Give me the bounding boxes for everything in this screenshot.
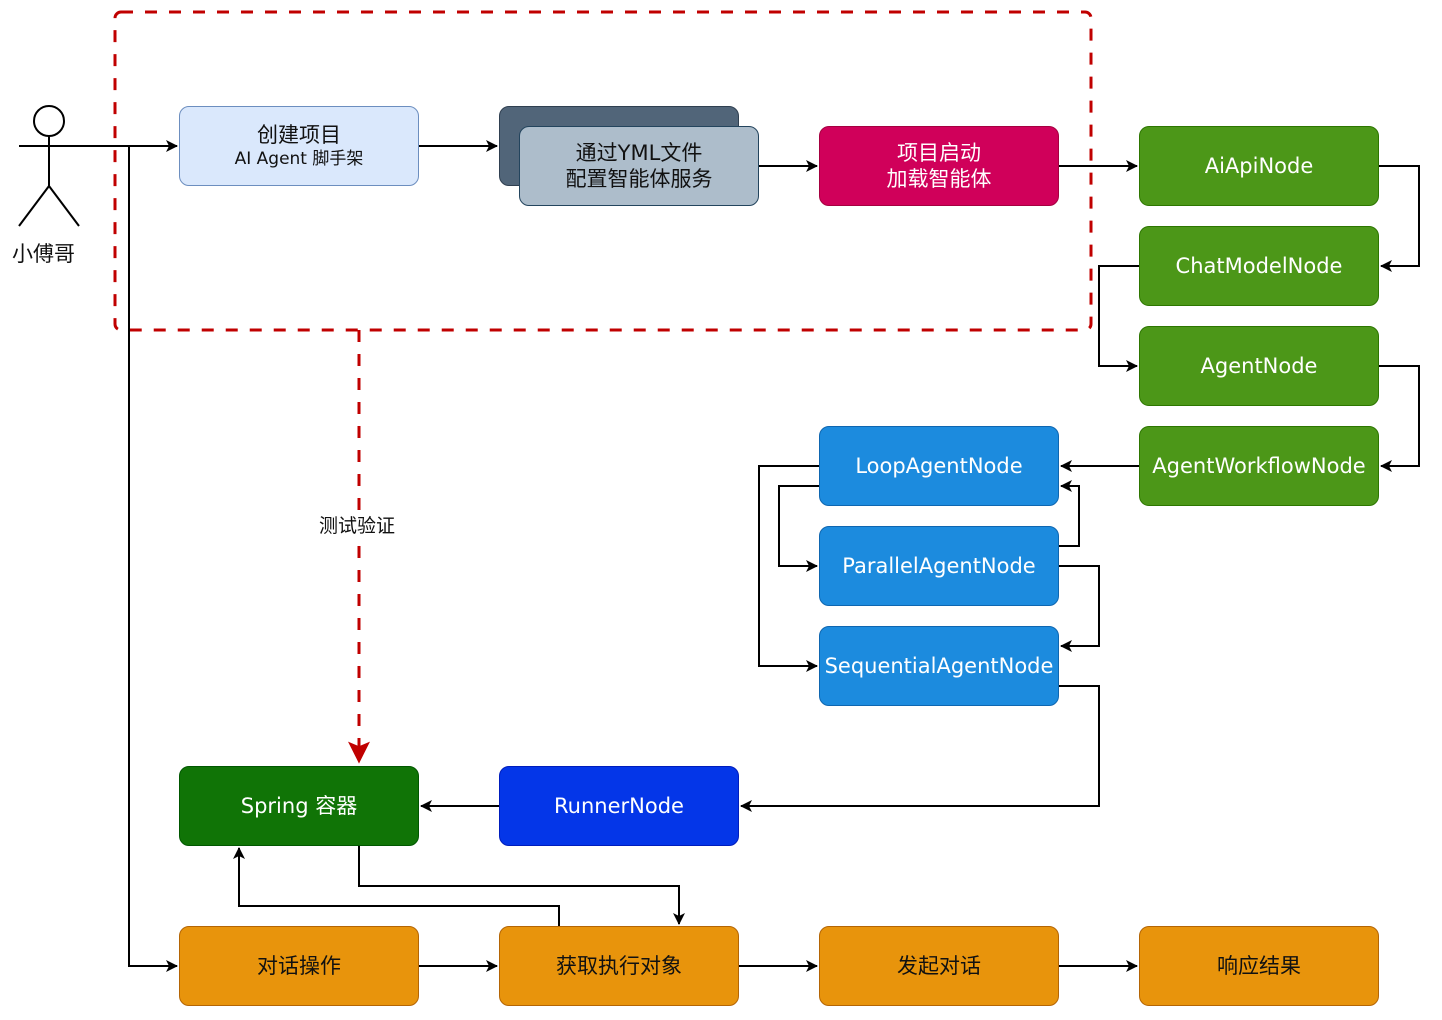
node-chat-operation[interactable]: 对话操作 xyxy=(179,926,419,1006)
node-yml-config-line2: 配置智能体服务 xyxy=(565,167,713,191)
node-start-chat-label: 发起对话 xyxy=(897,953,981,978)
stick-figure-icon[interactable] xyxy=(18,105,80,227)
node-project-start[interactable]: 项目启动 加载智能体 xyxy=(819,126,1059,206)
node-spring-container[interactable]: Spring 容器 xyxy=(179,766,419,846)
node-chat-model-node-label: ChatModelNode xyxy=(1175,253,1343,278)
node-ai-api-node[interactable]: AiApiNode xyxy=(1139,126,1379,206)
node-agent-node[interactable]: AgentNode xyxy=(1139,326,1379,406)
edge-label-test-verify: 测试验证 xyxy=(317,511,398,538)
dashed-group-boundary xyxy=(113,10,1093,332)
node-get-exec-object-label: 获取执行对象 xyxy=(556,953,682,978)
edge-sequential-runner xyxy=(740,685,1100,812)
node-loop-agent-node-label: LoopAgentNode xyxy=(855,453,1023,478)
node-agent-node-label: AgentNode xyxy=(1200,353,1318,378)
edge-loop-sequential xyxy=(758,465,819,672)
node-parallel-agent-node-label: ParallelAgentNode xyxy=(842,553,1036,578)
edge-parallel-loop xyxy=(1059,480,1080,547)
node-runner-node[interactable]: RunnerNode xyxy=(499,766,739,846)
node-chat-model-node[interactable]: ChatModelNode xyxy=(1139,226,1379,306)
node-spring-container-label: Spring 容器 xyxy=(240,793,358,818)
edge-loop-parallel xyxy=(778,485,819,572)
node-project-start-line2: 加载智能体 xyxy=(886,167,992,191)
edge-agent-workflow xyxy=(1379,365,1420,472)
node-create-project-title: 创建项目 xyxy=(257,123,341,148)
node-ai-api-node-label: AiApiNode xyxy=(1204,153,1314,178)
node-project-start-line1: 项目启动 xyxy=(897,140,981,165)
node-parallel-agent-node[interactable]: ParallelAgentNode xyxy=(819,526,1059,606)
actor-label: 小傅哥 xyxy=(12,242,75,266)
node-sequential-agent-node[interactable]: SequentialAgentNode xyxy=(819,626,1059,706)
edge-actor-chat-operation xyxy=(128,146,178,972)
edge-ai-api-chat-model xyxy=(1379,165,1420,272)
edge-get-exec-object-spring xyxy=(233,847,560,926)
node-sequential-agent-node-label: SequentialAgentNode xyxy=(824,653,1054,678)
node-response-result-label: 响应结果 xyxy=(1217,953,1301,978)
node-agent-workflow-node[interactable]: AgentWorkflowNode xyxy=(1139,426,1379,506)
edge-spring-get-exec-object xyxy=(358,846,685,925)
node-yml-config-line1: 通过YML文件 xyxy=(575,140,703,165)
node-response-result[interactable]: 响应结果 xyxy=(1139,926,1379,1006)
node-create-project[interactable]: 创建项目 AI Agent 脚手架 xyxy=(179,106,419,186)
node-get-exec-object[interactable]: 获取执行对象 xyxy=(499,926,739,1006)
node-start-chat[interactable]: 发起对话 xyxy=(819,926,1059,1006)
node-yml-config[interactable]: 通过YML文件 配置智能体服务 xyxy=(519,126,759,206)
node-agent-workflow-node-label: AgentWorkflowNode xyxy=(1152,453,1366,478)
node-loop-agent-node[interactable]: LoopAgentNode xyxy=(819,426,1059,506)
node-runner-node-label: RunnerNode xyxy=(554,793,684,818)
node-create-project-subtitle: AI Agent 脚手架 xyxy=(234,148,364,169)
edge-chat-model-agent xyxy=(1098,265,1139,372)
edge-parallel-sequential xyxy=(1059,565,1100,652)
node-chat-operation-label: 对话操作 xyxy=(257,953,341,978)
